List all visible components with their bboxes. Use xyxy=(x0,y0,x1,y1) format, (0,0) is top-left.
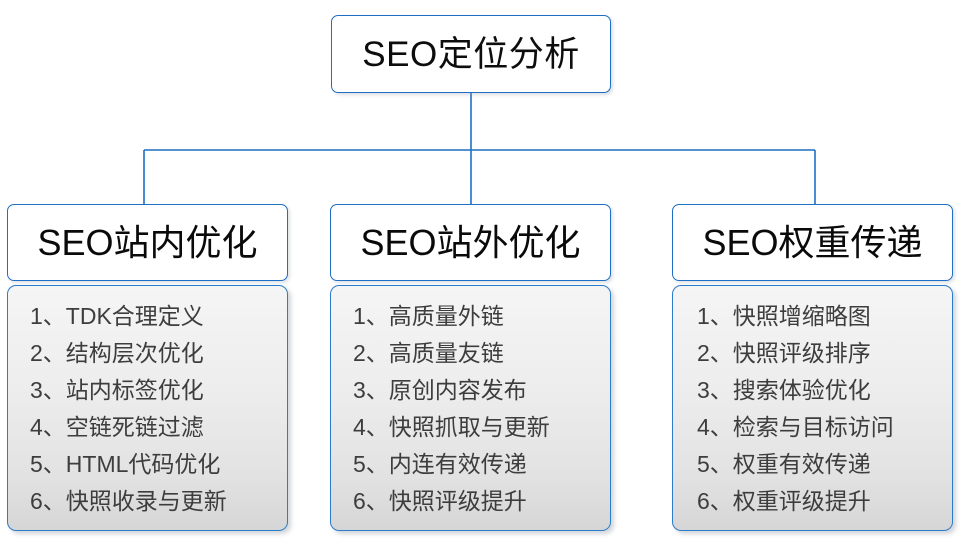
list-item: 5、HTML代码优化 xyxy=(8,446,287,483)
list-item-index: 3、 xyxy=(353,377,389,403)
list-item-text: HTML代码优化 xyxy=(65,451,221,477)
list-item-text: 内连有效传递 xyxy=(388,451,527,477)
list-item: 6、权重评级提升 xyxy=(673,483,952,520)
list-item-text: 高质量外链 xyxy=(388,303,504,329)
list-item: 1、TDK合理定义 xyxy=(8,298,287,335)
list-item-text: 站内标签优化 xyxy=(65,377,204,403)
list-item-index: 3、 xyxy=(697,377,733,403)
list-item: 3、站内标签优化 xyxy=(8,372,287,409)
branch-list-3: 1、快照增缩略图 2、快照评级排序 3、搜索体验优化 4、检索与目标访问 5、权… xyxy=(672,285,953,531)
list-item-index: 1、 xyxy=(30,303,66,329)
list-item-text: 空链死链过滤 xyxy=(65,414,204,440)
list-item-text: 快照评级提升 xyxy=(388,488,527,514)
list-item-index: 1、 xyxy=(697,303,733,329)
list-item-index: 6、 xyxy=(30,488,66,514)
list-item: 2、结构层次优化 xyxy=(8,335,287,372)
list-item-index: 4、 xyxy=(697,414,733,440)
branch-column-3: SEO权重传递 1、快照增缩略图 2、快照评级排序 3、搜索体验优化 4、检索与… xyxy=(672,204,953,531)
branch-header-2[interactable]: SEO站外优化 xyxy=(330,204,611,281)
list-item-text: 高质量友链 xyxy=(388,340,504,366)
root-node-label: SEO定位分析 xyxy=(362,34,580,74)
list-item-index: 5、 xyxy=(30,451,66,477)
root-node[interactable]: SEO定位分析 xyxy=(331,15,611,93)
list-item: 6、快照评级提升 xyxy=(331,483,610,520)
list-item-index: 1、 xyxy=(353,303,389,329)
list-item-text: 快照评级排序 xyxy=(732,340,871,366)
list-item-index: 6、 xyxy=(353,488,389,514)
list-item-index: 3、 xyxy=(30,377,66,403)
list-item: 2、高质量友链 xyxy=(331,335,610,372)
list-item-text: 检索与目标访问 xyxy=(732,414,894,440)
list-item-text: 快照抓取与更新 xyxy=(388,414,550,440)
list-item-index: 4、 xyxy=(30,414,66,440)
list-item-index: 2、 xyxy=(353,340,389,366)
list-item: 4、空链死链过滤 xyxy=(8,409,287,446)
list-item: 5、权重有效传递 xyxy=(673,446,952,483)
list-item: 6、快照收录与更新 xyxy=(8,483,287,520)
list-item-text: 搜索体验优化 xyxy=(732,377,871,403)
list-item: 4、快照抓取与更新 xyxy=(331,409,610,446)
list-item-index: 2、 xyxy=(30,340,66,366)
list-item: 1、高质量外链 xyxy=(331,298,610,335)
list-item-text: 权重评级提升 xyxy=(732,488,871,514)
list-item: 1、快照增缩略图 xyxy=(673,298,952,335)
list-item-index: 4、 xyxy=(353,414,389,440)
branch-column-2: SEO站外优化 1、高质量外链 2、高质量友链 3、原创内容发布 4、快照抓取与… xyxy=(330,204,611,531)
branch-header-1[interactable]: SEO站内优化 xyxy=(7,204,288,281)
branch-header-label-1: SEO站内优化 xyxy=(37,221,258,263)
list-item: 2、快照评级排序 xyxy=(673,335,952,372)
list-item-text: 快照收录与更新 xyxy=(65,488,227,514)
branch-header-label-2: SEO站外优化 xyxy=(360,221,581,263)
list-item: 5、内连有效传递 xyxy=(331,446,610,483)
branch-header-label-3: SEO权重传递 xyxy=(702,221,923,263)
list-item-index: 5、 xyxy=(697,451,733,477)
list-item-index: 5、 xyxy=(353,451,389,477)
list-item-text: 结构层次优化 xyxy=(65,340,204,366)
list-item: 4、检索与目标访问 xyxy=(673,409,952,446)
list-item-text: 快照增缩略图 xyxy=(732,303,871,329)
branch-list-1: 1、TDK合理定义 2、结构层次优化 3、站内标签优化 4、空链死链过滤 5、H… xyxy=(7,285,288,531)
branch-header-3[interactable]: SEO权重传递 xyxy=(672,204,953,281)
list-item: 3、搜索体验优化 xyxy=(673,372,952,409)
branch-column-1: SEO站内优化 1、TDK合理定义 2、结构层次优化 3、站内标签优化 4、空链… xyxy=(7,204,288,531)
list-item: 3、原创内容发布 xyxy=(331,372,610,409)
list-item-text: TDK合理定义 xyxy=(65,303,204,329)
list-item-index: 2、 xyxy=(697,340,733,366)
list-item-index: 6、 xyxy=(697,488,733,514)
list-item-text: 原创内容发布 xyxy=(388,377,527,403)
list-item-text: 权重有效传递 xyxy=(732,451,871,477)
branch-list-2: 1、高质量外链 2、高质量友链 3、原创内容发布 4、快照抓取与更新 5、内连有… xyxy=(330,285,611,531)
